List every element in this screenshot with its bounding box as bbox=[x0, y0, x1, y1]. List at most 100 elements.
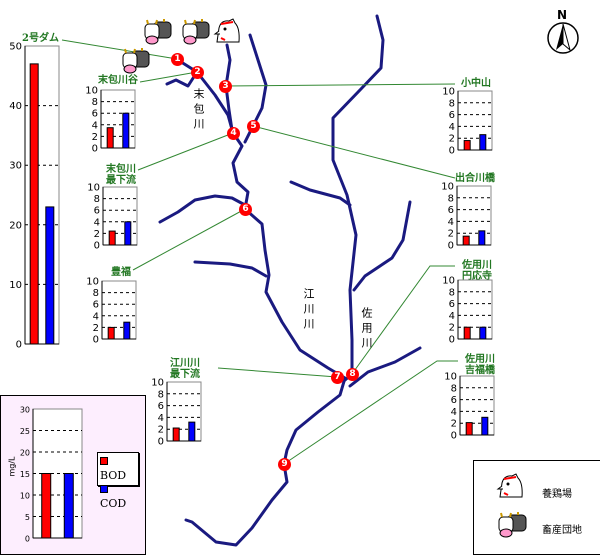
y-tick-label: 30 bbox=[9, 161, 22, 172]
y-tick-label: 2 bbox=[94, 229, 100, 240]
y-tick-label: 10 bbox=[9, 280, 22, 291]
legend-bod-label: BOD bbox=[100, 469, 127, 482]
y-axis-unit: mg/L bbox=[7, 456, 17, 477]
y-tick-label: 10 bbox=[85, 86, 98, 97]
plot-area bbox=[101, 280, 137, 340]
y-tick-label: 20 bbox=[20, 449, 30, 458]
bar-bod bbox=[106, 127, 114, 149]
y-tick-label: 4 bbox=[94, 217, 100, 228]
y-tick-label: 2 bbox=[448, 229, 454, 240]
y-tick-label: 4 bbox=[158, 413, 164, 424]
plot-area bbox=[166, 381, 202, 442]
bar-cod bbox=[63, 473, 74, 539]
plot-area bbox=[456, 185, 492, 246]
site-marker-6[interactable]: 6 bbox=[239, 203, 252, 216]
y-tick-label: 10 bbox=[20, 492, 30, 501]
y-tick-label: 8 bbox=[449, 98, 455, 109]
y-tick-label: 4 bbox=[449, 122, 455, 133]
site-marker-8[interactable]: 8 bbox=[346, 368, 359, 381]
y-tick-label: 6 bbox=[451, 395, 457, 406]
river-label-egawa: 江川川 bbox=[302, 288, 315, 333]
label-suekane-dani: 末包川谷 bbox=[98, 75, 138, 86]
site-marker-5[interactable]: 5 bbox=[247, 120, 260, 133]
legend-bod: BOD bbox=[100, 455, 136, 483]
y-tick-label: 10 bbox=[442, 276, 455, 287]
legend-livestock-label: 畜産団地 bbox=[542, 525, 582, 536]
y-tick-label: 6 bbox=[449, 299, 455, 310]
label-suekane-lower: 末包川 最下流 bbox=[106, 164, 136, 186]
site-marker-3[interactable]: 3 bbox=[219, 80, 232, 93]
y-tick-label: 8 bbox=[93, 288, 99, 299]
y-tick-label: 2 bbox=[93, 323, 99, 334]
north-arrow-icon bbox=[547, 22, 579, 54]
cow-icon bbox=[142, 18, 172, 50]
site-marker-1[interactable]: 1 bbox=[171, 53, 184, 66]
bar-cod bbox=[122, 112, 130, 149]
plot-area bbox=[457, 279, 493, 340]
y-tick-label: 4 bbox=[451, 407, 457, 418]
y-tick-label: 10 bbox=[151, 378, 164, 389]
y-tick-label: 20 bbox=[9, 220, 22, 231]
bar-bod bbox=[172, 427, 180, 442]
legend-cod-label: COD bbox=[100, 497, 127, 510]
y-tick-label: 2 bbox=[451, 419, 457, 430]
bar-bod bbox=[465, 422, 473, 436]
y-tick-label: 0 bbox=[448, 241, 454, 251]
site-marker-9[interactable]: 9 bbox=[278, 458, 291, 471]
bar-bod bbox=[29, 63, 39, 345]
site-marker-7[interactable]: 7 bbox=[331, 371, 344, 384]
site-marker-2[interactable]: 2 bbox=[191, 66, 204, 79]
cow-icon bbox=[180, 18, 210, 50]
bar-bod bbox=[41, 473, 52, 539]
bar-cod bbox=[45, 206, 55, 345]
y-tick-label: 2 bbox=[92, 132, 98, 143]
bar-bod bbox=[108, 230, 116, 246]
site-marker-4[interactable]: 4 bbox=[227, 127, 240, 140]
y-tick-label: 0 bbox=[92, 144, 98, 154]
y-tick-label: 10 bbox=[441, 182, 454, 193]
y-tick-label: 4 bbox=[93, 311, 99, 322]
bod-swatch bbox=[100, 457, 108, 465]
y-tick-label: 0 bbox=[25, 535, 30, 544]
y-tick-label: 6 bbox=[449, 110, 455, 121]
river-trib-6 bbox=[158, 194, 247, 224]
chart-legend: BOD COD bbox=[97, 452, 139, 510]
legend-cod: COD bbox=[100, 483, 136, 511]
cow-icon bbox=[120, 47, 150, 79]
y-tick-label: 10 bbox=[86, 277, 99, 288]
bar-cod bbox=[481, 416, 489, 436]
label-sayo-enno: 佐用川 円応寺 bbox=[462, 260, 492, 282]
y-tick-label: 0 bbox=[93, 335, 99, 345]
y-tick-label: 10 bbox=[87, 183, 100, 194]
river-suekane-trib bbox=[165, 70, 199, 88]
bar-cod bbox=[479, 326, 487, 340]
y-tick-label: 8 bbox=[449, 287, 455, 298]
cod-swatch bbox=[100, 485, 108, 493]
label-sayo-yoshifuku: 佐用川 吉福橋 bbox=[465, 354, 495, 376]
bar-cod bbox=[123, 321, 131, 340]
river-trib-c bbox=[348, 346, 422, 388]
y-tick-label: 6 bbox=[94, 206, 100, 217]
bar-cod bbox=[188, 421, 196, 442]
legend-chicken-label: 養鶏場 bbox=[542, 489, 572, 500]
river-trib-b bbox=[352, 200, 412, 292]
y-tick-label: 8 bbox=[451, 383, 457, 394]
plot-area bbox=[102, 186, 138, 246]
bar-bod bbox=[462, 235, 470, 246]
label-deaigawa: 出合川橋 bbox=[455, 173, 495, 184]
bar-cod bbox=[479, 134, 487, 151]
y-tick-label: 4 bbox=[448, 217, 454, 228]
bar-cod bbox=[478, 230, 486, 246]
y-tick-label: 50 bbox=[9, 42, 22, 53]
chicken-icon bbox=[496, 473, 524, 502]
label-konakayama: 小中山 bbox=[461, 78, 491, 89]
y-tick-label: 8 bbox=[158, 389, 164, 400]
y-tick-label: 30 bbox=[20, 406, 30, 415]
label-egawa-lower: 江川川 最下流 bbox=[170, 358, 200, 380]
